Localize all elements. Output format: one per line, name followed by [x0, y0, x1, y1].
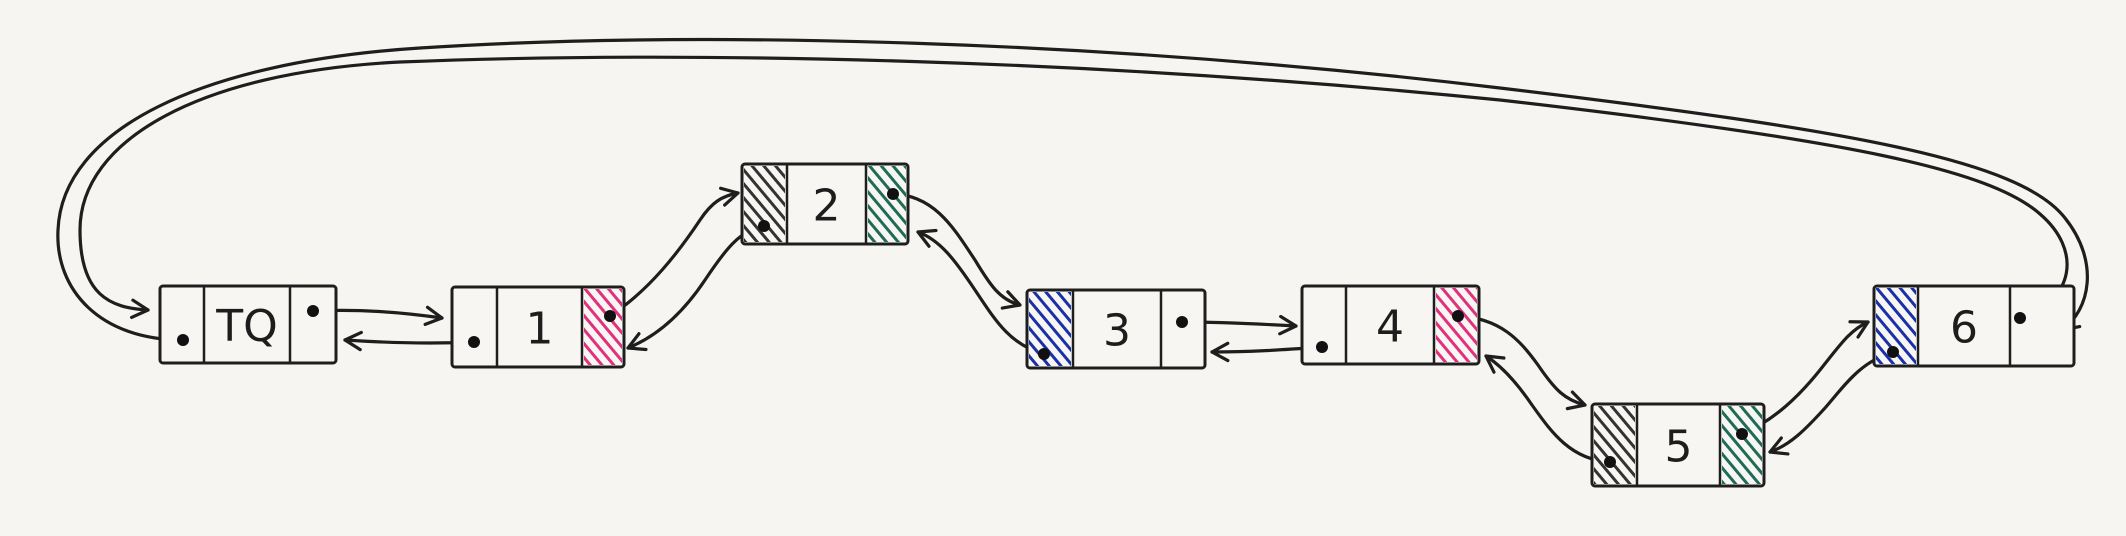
node-label: TQ — [215, 301, 278, 352]
list-node-n1: 1 — [450, 285, 626, 369]
link-line — [1740, 320, 1870, 436]
arrowhead — [1768, 436, 1790, 456]
prev-pointer-highlight — [1594, 406, 1635, 484]
arrowhead — [1000, 290, 1022, 310]
link-line — [1456, 314, 1587, 407]
node-label: 3 — [1103, 306, 1131, 357]
next-pointer-highlight — [1722, 406, 1762, 484]
pointer-dot — [1604, 456, 1616, 468]
link-n5-to-n6 — [1740, 320, 1870, 436]
arrowhead — [1484, 354, 1506, 374]
arrowhead — [129, 298, 150, 320]
arrowhead — [916, 228, 938, 248]
pointer-dot — [1316, 341, 1328, 353]
prev-pointer-highlight — [1029, 292, 1071, 366]
arrowhead — [423, 305, 444, 326]
link-line — [78, 55, 2069, 320]
list-node-n6: 6 — [1872, 284, 2076, 368]
list-node-n2: 2 — [740, 162, 910, 246]
link-line — [56, 38, 2089, 342]
nodes-layer: TQ 1 2 3 4 5 6 — [158, 162, 2076, 488]
pointer-dot — [758, 220, 770, 232]
node-label: 1 — [526, 304, 554, 355]
arrowhead — [343, 330, 363, 352]
link-line — [1484, 354, 1612, 464]
pointer-dot — [468, 336, 480, 348]
pointer-dot — [1038, 348, 1050, 360]
link-line — [608, 191, 740, 318]
links-layer — [56, 38, 2089, 464]
next-pointer-highlight — [584, 289, 622, 365]
arrowhead — [1278, 314, 1298, 336]
link-line — [916, 230, 1046, 356]
pointer-dot — [1452, 310, 1464, 322]
pointer-dot — [1736, 428, 1748, 440]
pointer-dot — [177, 334, 189, 346]
link-n3-to-n2 — [916, 228, 1046, 356]
next-pointer-highlight — [868, 166, 906, 242]
next-pointer-highlight — [1436, 288, 1477, 362]
link-n5-to-n4 — [1484, 354, 1612, 464]
pointer-dots-layer — [177, 188, 2026, 468]
link-n1-to-n2 — [608, 186, 740, 318]
link-n6-to-tq — [78, 55, 2069, 320]
pointer-dot — [1176, 316, 1188, 328]
node-label: 6 — [1950, 303, 1978, 354]
arrowhead — [1848, 320, 1870, 339]
link-n4-to-n5 — [1456, 314, 1587, 411]
list-node-tq: TQ — [158, 284, 338, 365]
pointer-dot — [307, 305, 319, 317]
arrowhead — [1565, 390, 1587, 411]
list-node-n3: 3 — [1025, 288, 1207, 370]
pointer-dot — [887, 188, 899, 200]
node-label: 4 — [1376, 302, 1404, 353]
pointer-dot — [2014, 312, 2026, 324]
arrowhead — [719, 186, 740, 207]
arrowhead — [626, 332, 648, 352]
list-node-n4: 4 — [1300, 284, 1481, 366]
pointer-dot — [604, 310, 616, 322]
arrowhead — [1210, 341, 1230, 363]
pointer-dot — [1887, 346, 1899, 358]
node-box — [1872, 284, 2076, 368]
link-line — [1768, 350, 1895, 454]
list-node-n5: 5 — [1590, 402, 1766, 488]
link-n2-to-n3 — [891, 192, 1022, 310]
link-line — [891, 192, 1022, 307]
node-label: 5 — [1665, 422, 1693, 473]
node-label: 2 — [813, 181, 841, 232]
link-n6-to-n5 — [1768, 350, 1895, 456]
